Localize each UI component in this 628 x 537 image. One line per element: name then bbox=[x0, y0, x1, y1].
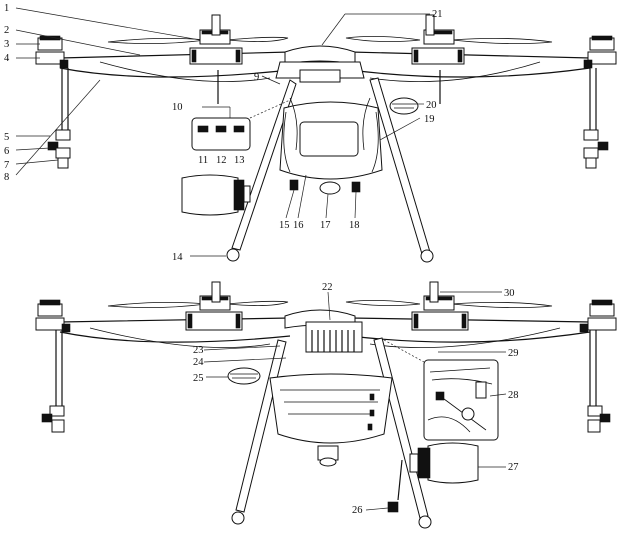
body-top-plate bbox=[285, 46, 355, 64]
foot-left bbox=[227, 249, 239, 261]
label-17: 17 bbox=[320, 220, 331, 231]
label-30: 30 bbox=[504, 288, 515, 299]
label-12: 12 bbox=[216, 155, 227, 166]
label-29: 29 bbox=[508, 348, 519, 359]
label-8: 8 bbox=[4, 172, 9, 183]
tank-panel bbox=[300, 122, 358, 156]
label-1: 1 bbox=[4, 3, 9, 14]
motor-inner-right-b bbox=[412, 282, 468, 330]
tank-lid-b bbox=[228, 368, 260, 384]
label-5: 5 bbox=[4, 132, 9, 143]
label-19: 19 bbox=[424, 114, 435, 125]
label-27: 27 bbox=[508, 462, 519, 473]
label-21: 21 bbox=[432, 9, 443, 20]
label-24: 24 bbox=[193, 357, 204, 368]
body-center-box bbox=[300, 70, 340, 82]
label-14: 14 bbox=[172, 252, 183, 263]
drone-bottom-view bbox=[36, 282, 616, 528]
propeller-inner-left bbox=[108, 37, 288, 43]
propeller-pair-b bbox=[108, 300, 552, 307]
part-26 bbox=[388, 460, 402, 512]
label-20: 20 bbox=[426, 100, 437, 111]
motor-outer-left-b bbox=[36, 300, 70, 432]
label-9: 9 bbox=[254, 72, 259, 83]
nozzle-18 bbox=[352, 182, 360, 192]
label-2: 2 bbox=[4, 25, 9, 36]
tank-lid bbox=[390, 98, 418, 114]
label-6: 6 bbox=[4, 146, 9, 157]
arm-curve-right bbox=[370, 62, 540, 82]
label-10: 10 bbox=[172, 102, 183, 113]
label-7: 7 bbox=[4, 160, 9, 171]
label-18: 18 bbox=[349, 220, 360, 231]
label-4: 4 bbox=[4, 53, 10, 64]
label-23: 23 bbox=[193, 345, 204, 356]
arm-curve-left bbox=[100, 62, 270, 82]
battery-pack-b bbox=[410, 443, 478, 483]
spray-tank-b bbox=[270, 374, 392, 443]
label-28: 28 bbox=[508, 390, 519, 401]
label-26: 26 bbox=[352, 505, 363, 516]
motor-outer-right-b bbox=[580, 300, 616, 432]
label-15: 15 bbox=[279, 220, 290, 231]
label-11: 11 bbox=[198, 155, 208, 166]
label-25: 25 bbox=[193, 373, 204, 384]
battery-pack bbox=[182, 175, 250, 215]
label-3: 3 bbox=[4, 39, 9, 50]
label-22: 22 bbox=[322, 282, 333, 293]
motor-inner-left-b bbox=[186, 282, 242, 330]
foot-right bbox=[421, 250, 433, 262]
motor-outer-right bbox=[584, 36, 616, 168]
pump-bottom bbox=[320, 182, 340, 194]
nozzle-15 bbox=[290, 180, 298, 190]
label-13: 13 bbox=[234, 155, 245, 166]
label-16: 16 bbox=[293, 220, 304, 231]
